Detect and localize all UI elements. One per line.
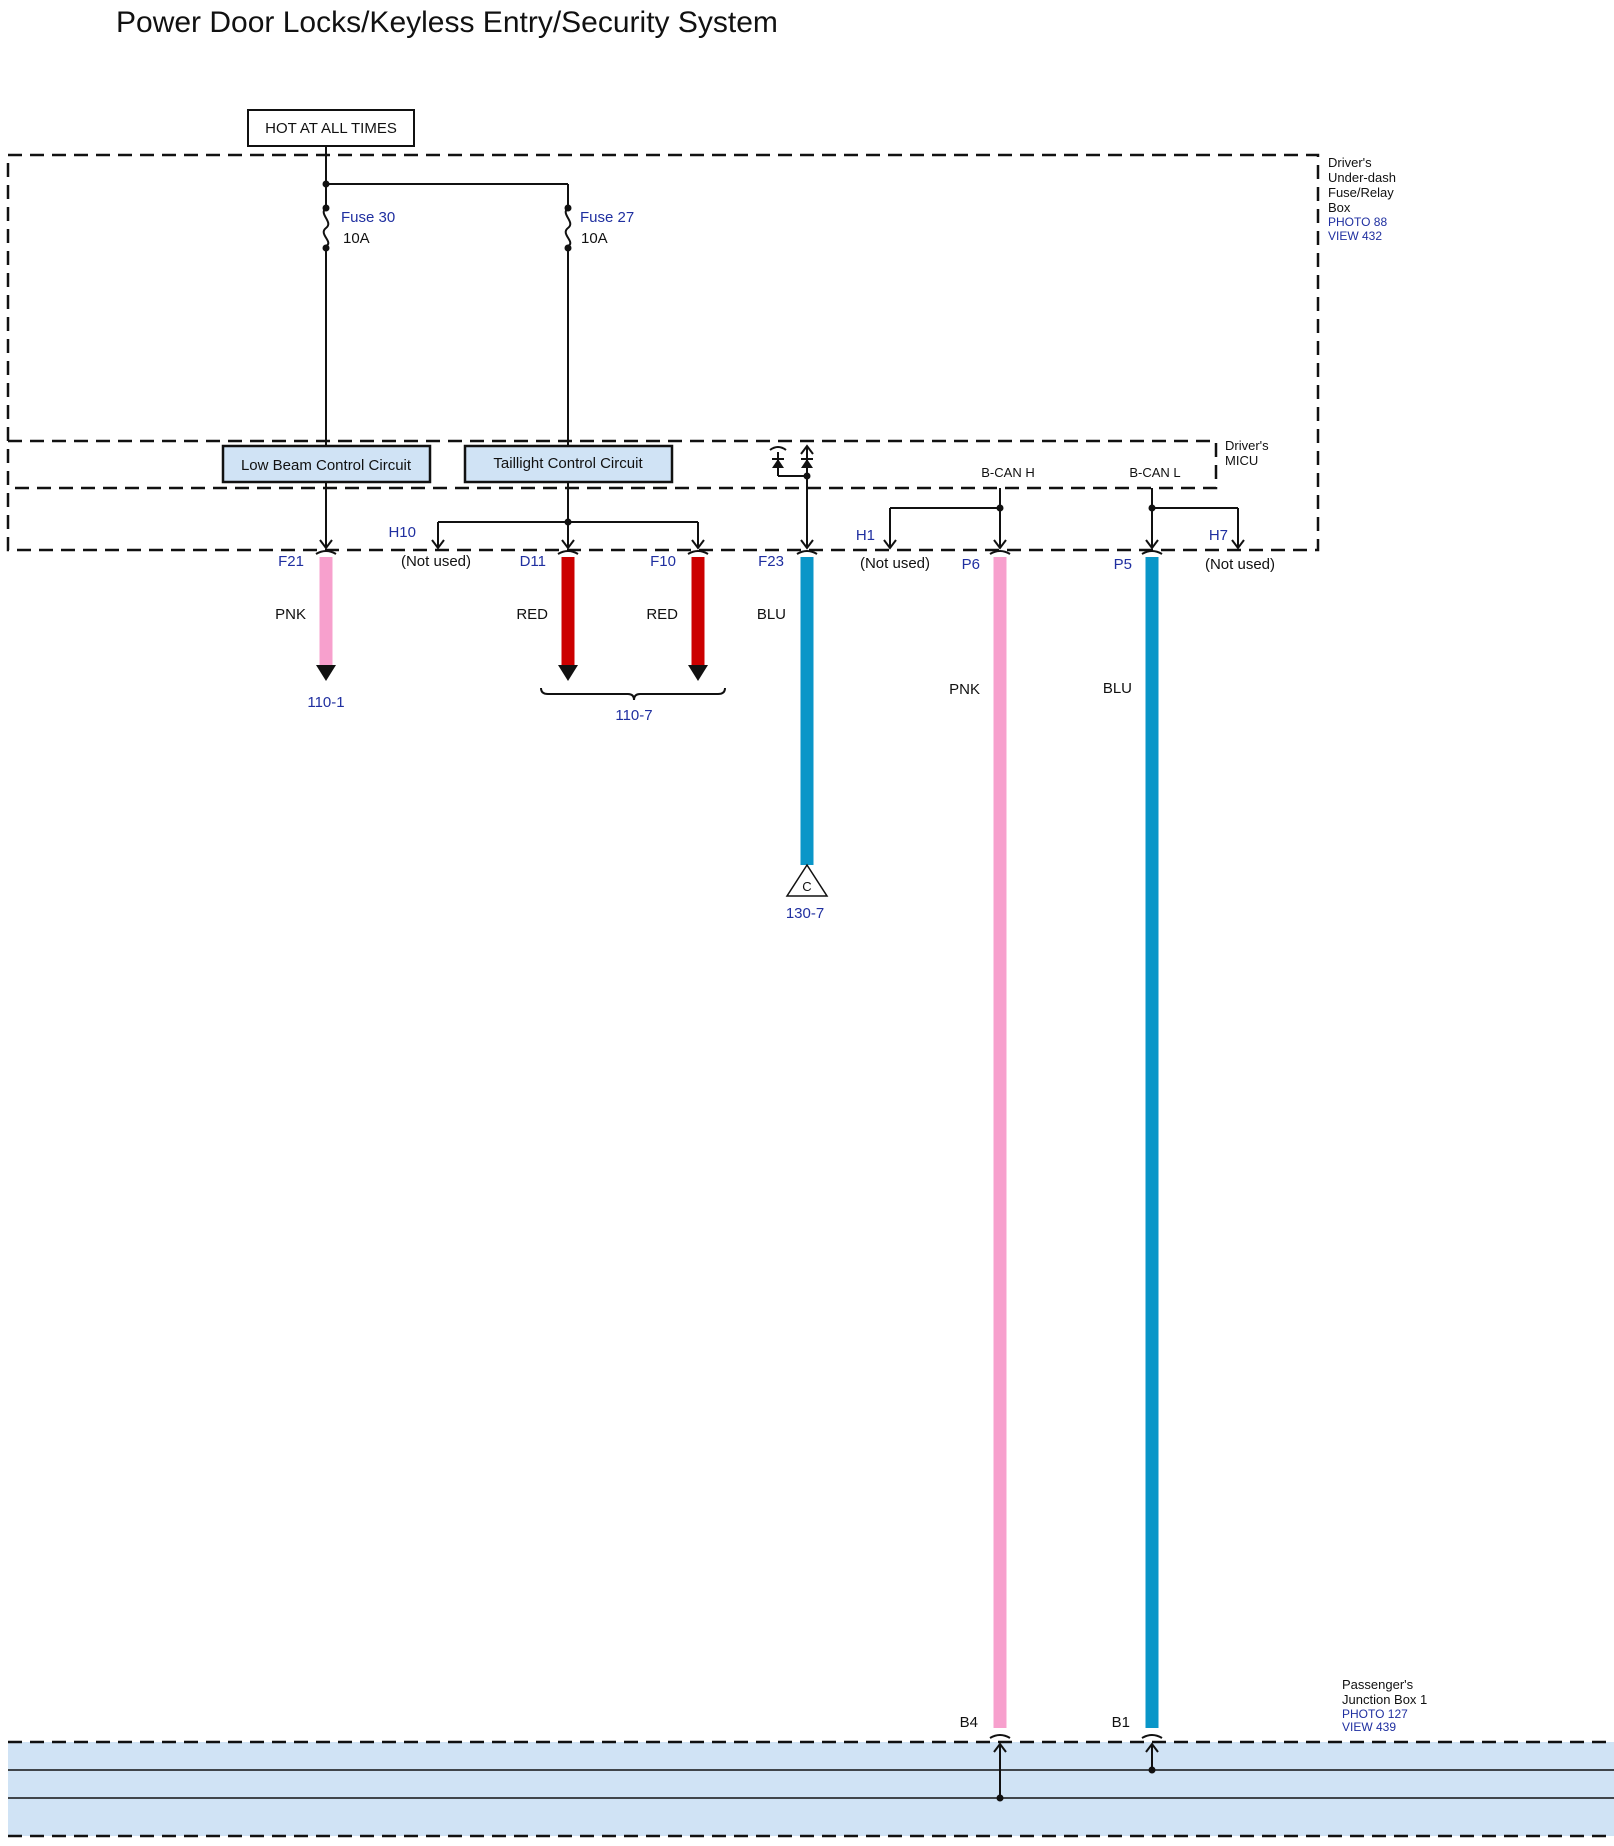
wire-color-f23: BLU: [757, 606, 786, 623]
connector-b4: B4: [960, 1714, 978, 1731]
wire-color-f10: RED: [646, 606, 678, 623]
hot-at-all-times-label: HOT AT ALL TIMES: [265, 120, 397, 137]
reference-130-7[interactable]: 130-7: [786, 905, 824, 922]
diagram-title: Power Door Locks/Keyless Entry/Security …: [116, 6, 778, 39]
micu-box: [8, 439, 1218, 490]
connector-b1: B1: [1112, 1714, 1130, 1731]
connector-f21: F21: [278, 553, 304, 570]
under-dash-box-name: Driver's Under-dash Fuse/Relay Box: [1328, 155, 1400, 215]
under-dash-photo[interactable]: PHOTO 88: [1328, 215, 1387, 229]
junction-box: [8, 1742, 1614, 1836]
hot-at-all-times-box: [247, 109, 415, 147]
reference-110-7[interactable]: 110-7: [615, 707, 652, 724]
low-beam-circuit-label: Low Beam Control Circuit: [241, 457, 412, 474]
wire-color-d11: RED: [516, 606, 548, 623]
not-used-h1: (Not used): [860, 555, 930, 572]
fuse-27-name: Fuse 27: [580, 209, 634, 226]
connector-p5: P5: [1114, 556, 1132, 573]
ground-symbol-letter: C: [802, 879, 811, 894]
ground-symbol-c: [785, 863, 829, 897]
connector-d11: D11: [520, 553, 546, 570]
micu-name: Driver's MICU: [1225, 438, 1272, 468]
reference-110-1[interactable]: 110-1: [307, 694, 344, 711]
connector-f23: F23: [758, 553, 784, 570]
bcan-h-label: B-CAN H: [981, 465, 1034, 480]
junction-view[interactable]: VIEW 439: [1342, 1720, 1396, 1734]
connector-h10: H10: [388, 524, 416, 541]
junction-photo[interactable]: PHOTO 127: [1342, 1707, 1408, 1721]
under-dash-box: [6, 153, 1320, 552]
not-used-h10: (Not used): [401, 553, 471, 570]
connector-h7: H7: [1209, 527, 1228, 544]
fuse-30-name: Fuse 30: [341, 209, 395, 226]
under-dash-view[interactable]: VIEW 432: [1328, 229, 1382, 243]
connector-h1: H1: [856, 527, 875, 544]
connector-p6: P6: [962, 556, 980, 573]
wire-color-f21: PNK: [275, 606, 306, 623]
taillight-circuit-label: Taillight Control Circuit: [493, 455, 643, 472]
not-used-h7: (Not used): [1205, 556, 1275, 573]
fuse-27-rating: 10A: [581, 230, 608, 247]
bcan-l-label: B-CAN L: [1129, 465, 1180, 480]
junction-box-name: Passenger's Junction Box 1: [1342, 1677, 1427, 1707]
wire-color-p5: BLU: [1103, 680, 1132, 697]
taillight-circuit-box: [463, 444, 674, 484]
fuse-30-rating: 10A: [343, 230, 370, 247]
connector-f10: F10: [650, 553, 676, 570]
wire-color-p6: PNK: [949, 681, 980, 698]
